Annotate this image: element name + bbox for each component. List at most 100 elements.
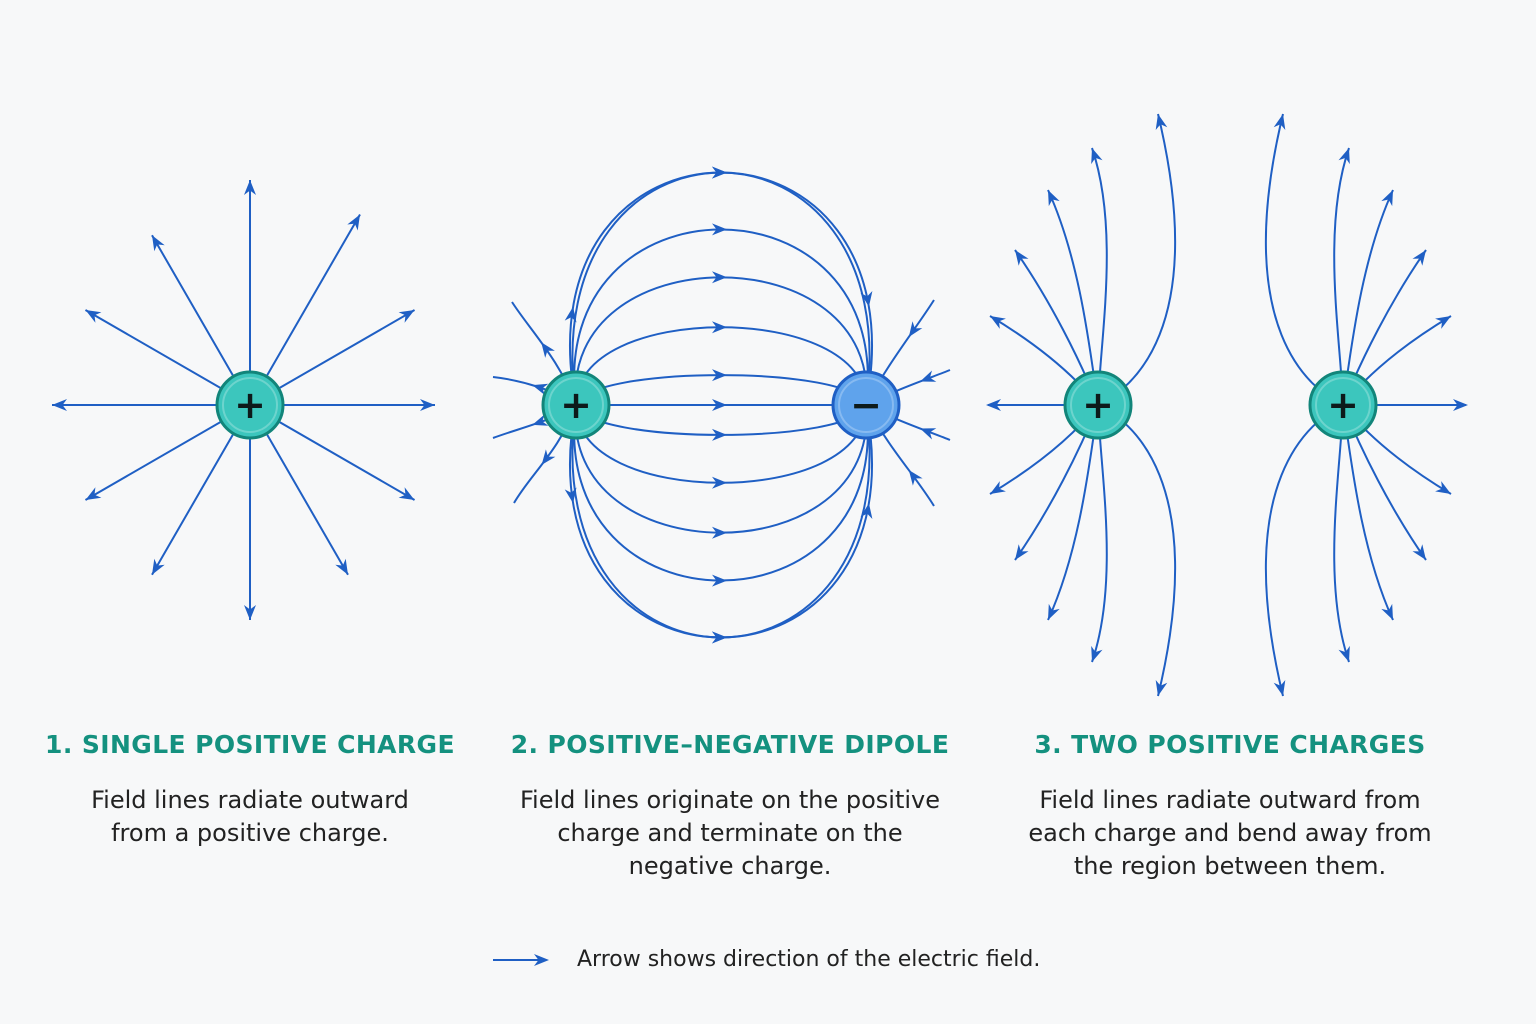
field-arrowhead-icon <box>1338 148 1350 165</box>
dipole-field-line <box>569 404 873 639</box>
field-arrowhead-icon <box>1048 603 1060 620</box>
charge-highlight <box>548 377 604 433</box>
dipole-field-line <box>575 374 867 406</box>
field-arrowhead-icon <box>712 428 727 441</box>
panel-3-title: 3. TWO POSITIVE CHARGES <box>1034 730 1426 759</box>
field-arrowhead-icon <box>712 399 727 411</box>
negative-charge-icon: − <box>831 370 901 440</box>
field-arrowhead-icon <box>986 399 1001 411</box>
repel-field-line <box>1097 404 1176 697</box>
panel-3-description-line: the region between them. <box>1073 852 1387 880</box>
repel-field-line <box>1333 404 1350 663</box>
field-arrowhead-icon <box>347 214 360 231</box>
field-arrowhead-icon <box>532 414 549 426</box>
field-arrowhead-icon <box>1338 645 1350 662</box>
field-arrowhead-icon <box>152 558 165 575</box>
field-arrowhead-icon <box>85 487 102 500</box>
panel-2-description-line: charge and terminate on the <box>557 819 903 847</box>
panel-3-description-line: Field lines radiate outward from <box>1039 786 1421 814</box>
field-arrowhead-icon <box>712 476 727 489</box>
positive-charge-icon: + <box>1063 370 1133 440</box>
field-arrowhead-icon <box>712 574 727 587</box>
field-arrowhead-icon <box>712 271 727 284</box>
charges-layer: + + − + + <box>215 370 1378 440</box>
dipole-field-line <box>574 276 868 406</box>
charge-circle <box>831 370 901 440</box>
dipole-field-line <box>571 171 871 406</box>
field-arrowhead-icon <box>335 558 348 575</box>
field-arrowhead-icon <box>1273 114 1286 130</box>
field-arrowhead-icon <box>85 310 102 323</box>
field-arrowhead-icon <box>990 316 1006 329</box>
field-arrowhead-icon <box>1091 645 1103 662</box>
field-arrowhead-icon <box>564 487 577 504</box>
repel-field-line <box>1097 113 1176 406</box>
plus-sign: + <box>234 383 266 427</box>
field-arrowhead-icon <box>712 526 727 539</box>
panel-1-description-line: from a positive charge. <box>111 819 389 847</box>
charge-highlight <box>1315 377 1371 433</box>
panel-2-description-line: negative charge. <box>628 852 832 880</box>
field-arrowhead-icon <box>564 306 577 323</box>
field-arrowhead-icon <box>1381 190 1393 207</box>
field-arrowhead-icon <box>541 449 556 465</box>
field-arrowhead-icon <box>1412 250 1426 266</box>
field-arrowhead-icon <box>712 321 727 334</box>
charge-highlight <box>222 377 278 433</box>
panel-2-title: 2. POSITIVE–NEGATIVE DIPOLE <box>510 730 950 759</box>
field-arrowhead-icon <box>712 166 727 179</box>
field-arrowhead-icon <box>1381 603 1393 620</box>
legend-arrowhead-icon <box>534 954 549 966</box>
positive-charge-icon: + <box>215 370 285 440</box>
dipole-field-line <box>573 404 869 582</box>
field-arrowhead-icon <box>244 605 256 620</box>
plus-sign: + <box>1082 383 1114 427</box>
radial-field-line <box>249 213 361 406</box>
repel-field-line <box>1265 113 1344 406</box>
field-arrowhead-icon <box>920 428 937 440</box>
charge-circle <box>541 370 611 440</box>
field-arrowhead-icon <box>1273 680 1286 696</box>
dipole-field-line <box>574 326 868 406</box>
field-arrowhead-icon <box>712 631 727 644</box>
repel-field-line <box>1091 404 1108 663</box>
panel-3-description-line: each charge and bend away from <box>1028 819 1432 847</box>
plus-sign: + <box>1327 383 1359 427</box>
charge-highlight <box>838 377 894 433</box>
field-arrowhead-icon <box>712 223 727 236</box>
field-arrowhead-icon <box>541 342 555 358</box>
field-arrowhead-icon <box>1048 190 1060 207</box>
legend-text: Arrow shows direction of the electric fi… <box>577 947 1041 972</box>
field-arrowhead-icon <box>152 235 165 252</box>
dipole-field-line <box>569 171 873 406</box>
field-arrowhead-icon <box>1155 114 1168 130</box>
charge-circle <box>1063 370 1133 440</box>
field-arrowhead-icon <box>908 321 923 337</box>
panel-1-description-line: Field lines radiate outward <box>91 786 409 814</box>
dipole-field-line <box>573 228 869 406</box>
field-arrowhead-icon <box>920 370 937 382</box>
field-arrowhead-icon <box>1453 399 1468 411</box>
repel-field-line <box>1265 404 1344 697</box>
dipole-field-line <box>574 404 868 484</box>
field-arrowhead-icon <box>908 470 923 486</box>
field-arrowhead-icon <box>420 399 435 411</box>
field-arrowhead-icon <box>1015 250 1029 266</box>
dipole-field-line <box>574 404 868 534</box>
field-arrowhead-icon <box>398 310 415 323</box>
plus-sign: + <box>560 383 592 427</box>
field-arrowhead-icon <box>532 383 549 396</box>
charge-circle <box>215 370 285 440</box>
charge-circle <box>1308 370 1378 440</box>
field-arrowhead-icon <box>1155 680 1168 696</box>
panel-1-title: 1. SINGLE POSITIVE CHARGE <box>45 730 455 759</box>
repel-field-line <box>1333 147 1350 406</box>
panel-1-description: Field lines radiate outward from a posit… <box>10 784 490 850</box>
field-arrowhead-icon <box>990 481 1006 494</box>
minus-sign: − <box>850 383 882 427</box>
positive-charge-icon: + <box>541 370 611 440</box>
field-arrowhead-icon <box>860 503 873 519</box>
field-arrowhead-icon <box>1412 544 1426 560</box>
